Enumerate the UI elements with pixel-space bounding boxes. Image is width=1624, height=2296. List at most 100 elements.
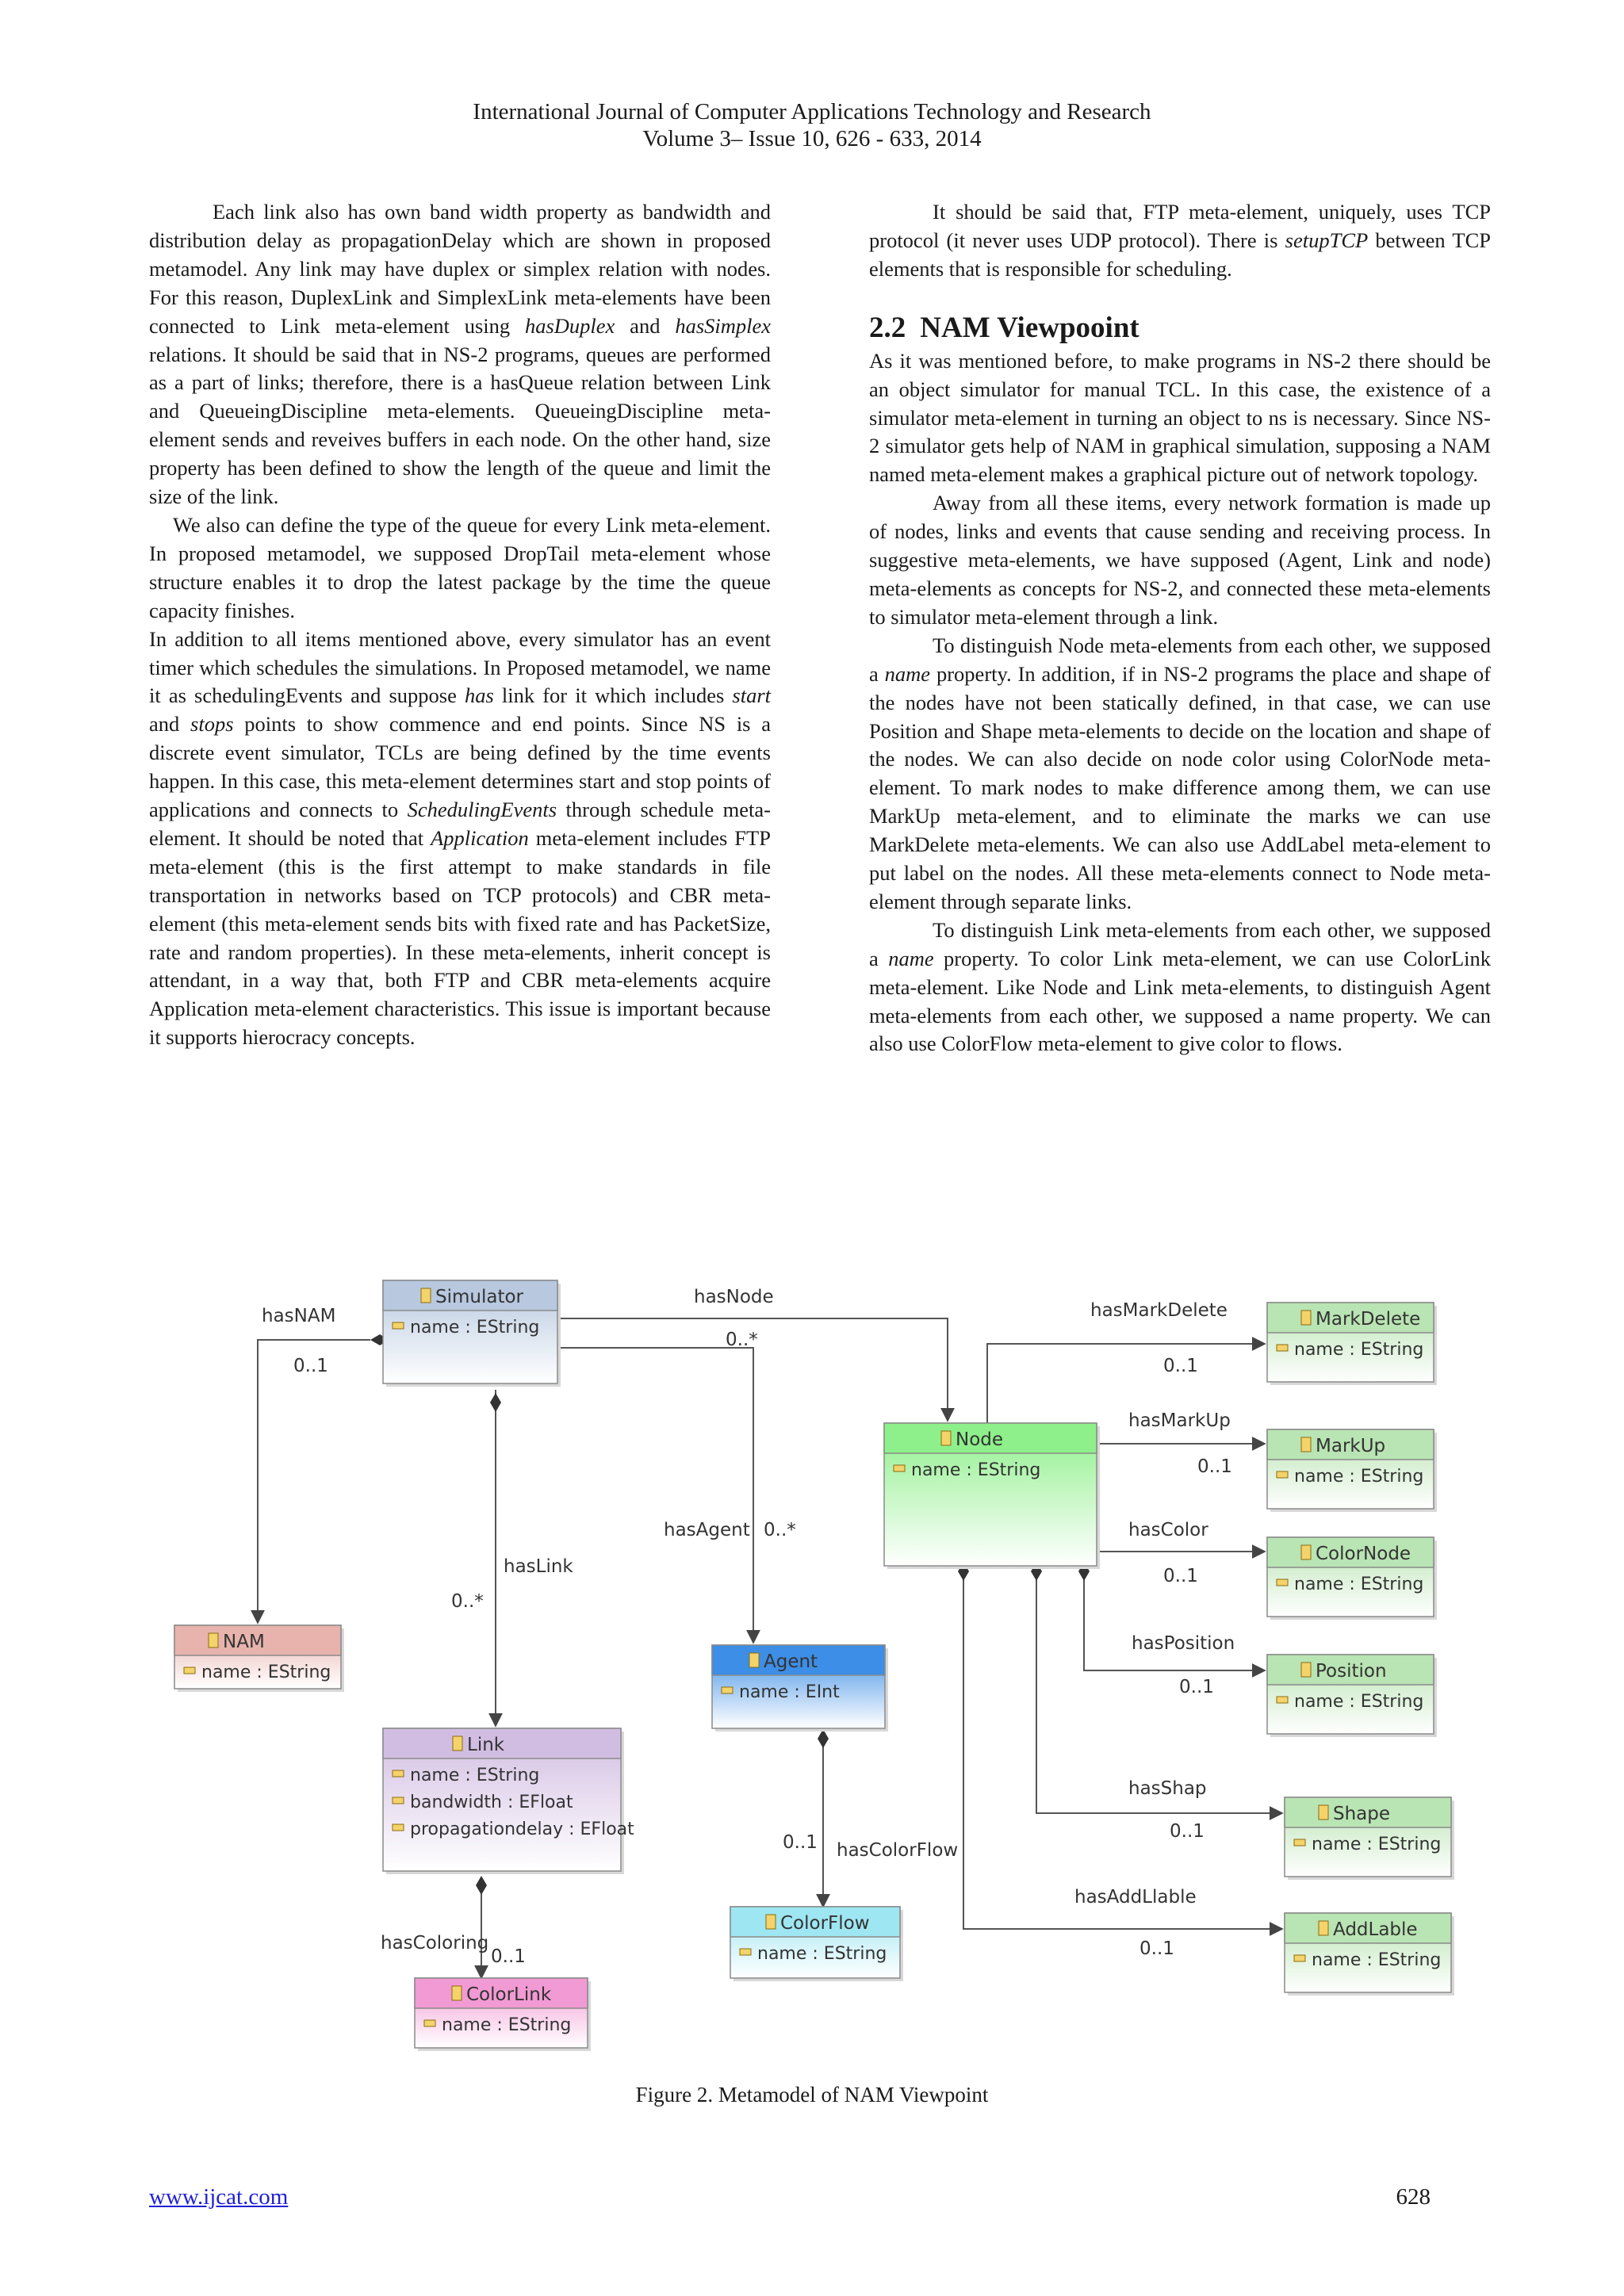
class-icon [749, 1652, 760, 1668]
attribute-icon [721, 1686, 733, 1694]
hasAddLlable-line [963, 1570, 1284, 1936]
section-title: NAM Viewpooint [920, 311, 1139, 344]
volume-info: Volume 3– Issue 10, 626 - 633, 2014 [642, 126, 982, 151]
running-header: International Journal of Computer Applic… [0, 98, 1624, 152]
paragraph-link-elements: To distinguish Link meta-elements from e… [869, 917, 1491, 1056]
class-icon [420, 1288, 431, 1303]
simulator-attribute: name : EString [410, 1318, 539, 1337]
hasColoring-label: hasColoring [381, 1933, 488, 1954]
hasMarkUp-label: hasMarkUp [1128, 1410, 1231, 1431]
node-attribute: name : EString [911, 1460, 1040, 1480]
class-icon [1318, 1920, 1329, 1936]
colorlink-class-name: ColorLink [466, 1984, 552, 2005]
attribute-icon [392, 1797, 404, 1804]
hasColorFlow-mult: 0..1 [783, 1832, 818, 1853]
class-icon [208, 1632, 219, 1648]
paragraph-nam-intro: As it was mentioned before, to make prog… [869, 348, 1491, 487]
colornode-class-name: ColorNode [1316, 1544, 1411, 1564]
attribute-icon [423, 2019, 436, 2027]
paragraph-ftp: It should be said that, FTP meta-element… [869, 200, 1491, 281]
class-icon [765, 1914, 776, 1930]
paragraph-scheduling: In addition to all items mentioned above… [149, 626, 771, 1050]
hasMarkDelete-mult: 0..1 [1163, 1356, 1198, 1376]
class-icon [452, 1735, 463, 1751]
hasColoring-mult: 0..1 [491, 1946, 526, 1967]
colornode-attribute: name : EString [1294, 1575, 1423, 1594]
hasMarkDelete-label: hasMarkDelete [1090, 1300, 1228, 1321]
hasAddLlable-label: hasAddLlable [1074, 1887, 1197, 1908]
hasPosition-line [1083, 1570, 1266, 1678]
addlable-class-box: AddLable name : EString [1284, 1912, 1454, 1996]
attribute-icon [739, 1948, 752, 1956]
markdelete-class-name: MarkDelete [1316, 1309, 1420, 1330]
hasAddLlable-mult: 0..1 [1139, 1938, 1174, 1959]
agent-class-name: Agent [764, 1651, 818, 1672]
addlable-attribute: name : EString [1312, 1950, 1441, 1970]
addlable-class-name: AddLable [1333, 1919, 1418, 1940]
colorlink-attribute: name : EString [442, 2015, 571, 2035]
figure-caption: Figure 2. Metamodel of NAM Viewpoint [635, 2083, 989, 2107]
colorflow-class-box: ColorFlow name : EString [730, 1906, 903, 1981]
attribute-icon [392, 1322, 404, 1330]
node-class-name: Node [956, 1429, 1003, 1450]
paragraph-queue-type: We also can define the type of the queue… [149, 512, 771, 622]
paragraph-node-elements: To distinguish Node meta-elements from e… [869, 633, 1491, 913]
attribute-icon [392, 1823, 404, 1831]
link-attribute: propagationdelay : EFloat [410, 1820, 634, 1839]
journal-title: International Journal of Computer Applic… [473, 99, 1151, 124]
hasAgent-mult: 0..* [764, 1520, 796, 1540]
attribute-icon [1293, 1839, 1306, 1846]
footer-url-link[interactable]: www.ijcat.com [149, 2184, 289, 2210]
hasNAM-mult: 0..1 [293, 1356, 328, 1376]
nam-attribute: name : EString [201, 1663, 331, 1682]
hasNAM-label: hasNAM [262, 1306, 335, 1326]
attribute-icon [1276, 1578, 1289, 1586]
class-icon [1318, 1804, 1329, 1820]
hasLink-mult: 0..* [451, 1591, 484, 1612]
attribute-icon [1293, 1954, 1306, 1962]
markup-class-box: MarkUp name : EString [1266, 1429, 1437, 1512]
hasPosition-mult: 0..1 [1179, 1677, 1214, 1697]
attribute-icon [893, 1464, 906, 1472]
class-icon [451, 1985, 462, 2001]
markdelete-attribute: name : EString [1294, 1340, 1423, 1360]
colorflow-attribute: name : EString [757, 1944, 887, 1964]
paragraph-network-formation: Away from all these items, every network… [869, 491, 1491, 629]
hasColor-mult: 0..1 [1163, 1566, 1198, 1586]
hasNAM-line [251, 1339, 370, 1624]
nam-class-name: NAM [223, 1632, 265, 1652]
left-column: Each link also has own band width proper… [149, 198, 771, 1052]
hasNode-label: hasNode [694, 1287, 774, 1307]
page-number: 628 [1396, 2184, 1431, 2210]
agent-attribute: name : EInt [739, 1682, 840, 1702]
right-column: It should be said that, FTP meta-element… [869, 198, 1491, 1058]
metamodel-diagram: hasNAM 0..1 hasNode 0..* hasLink 0..* ha… [174, 1280, 1454, 2051]
hasMarkDelete-line [986, 1337, 1266, 1427]
colorlink-class-box: ColorLink name : EString [414, 1977, 591, 2051]
markup-attribute: name : EString [1294, 1467, 1423, 1487]
class-icon [1300, 1310, 1312, 1326]
markdelete-class-box: MarkDelete name : EString [1266, 1302, 1437, 1385]
relation-labels: hasNAM 0..1 hasNode 0..* hasLink 0..* ha… [262, 1287, 1235, 1967]
markup-class-name: MarkUp [1316, 1436, 1385, 1456]
nam-class-box: NAM name : EString [174, 1624, 344, 1692]
colorflow-class-name: ColorFlow [780, 1913, 870, 1934]
hasShap-mult: 0..1 [1170, 1821, 1205, 1842]
hasColor-label: hasColor [1128, 1520, 1208, 1540]
hasAgent-label: hasAgent [664, 1520, 750, 1540]
colornode-class-box: ColorNode name : EString [1266, 1536, 1437, 1620]
class-icon [1300, 1437, 1312, 1452]
hasLink-label: hasLink [504, 1556, 573, 1577]
position-attribute: name : EString [1294, 1692, 1423, 1712]
hasNode-line [397, 1318, 955, 1422]
attribute-icon [183, 1667, 196, 1674]
hasMarkUp-mult: 0..1 [1197, 1456, 1232, 1477]
hasShap-label: hasShap [1128, 1778, 1207, 1799]
agent-class-box: Agent name : EInt [711, 1644, 888, 1732]
paragraph-link-properties: Each link also has own band width proper… [149, 200, 772, 509]
